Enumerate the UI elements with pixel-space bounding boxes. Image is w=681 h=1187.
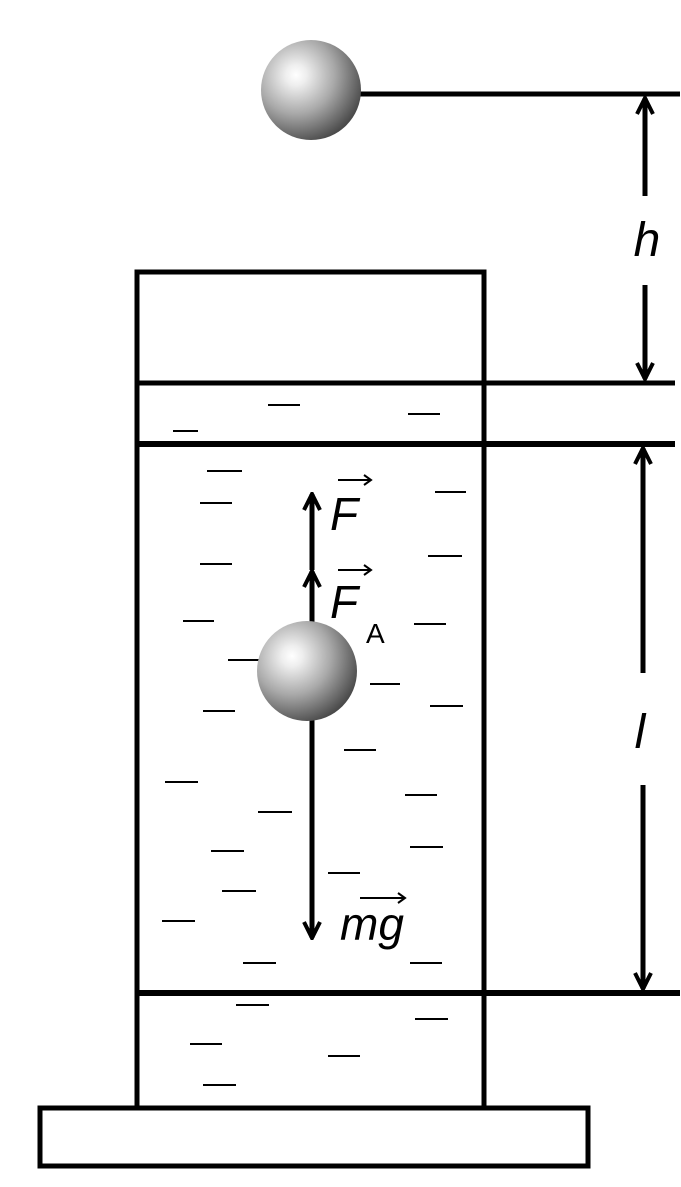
ball-top bbox=[261, 40, 361, 140]
liquid-hatching bbox=[162, 404, 466, 1086]
ball-submerged bbox=[257, 621, 357, 721]
vector-mark-fa-head bbox=[363, 564, 373, 576]
label-buoyancy-f: F bbox=[330, 576, 361, 628]
vector-mark-g-head bbox=[397, 892, 407, 904]
base-plate bbox=[37, 1105, 591, 1169]
label-buoyancy-subscript: A bbox=[366, 618, 385, 649]
label-h: h bbox=[634, 214, 661, 267]
vector-mark-f-head bbox=[363, 474, 373, 486]
label-l: l bbox=[635, 706, 647, 759]
label-force-f: F bbox=[330, 488, 361, 540]
cylinder-container bbox=[134, 269, 487, 1111]
label-gravity: mg bbox=[340, 898, 404, 950]
